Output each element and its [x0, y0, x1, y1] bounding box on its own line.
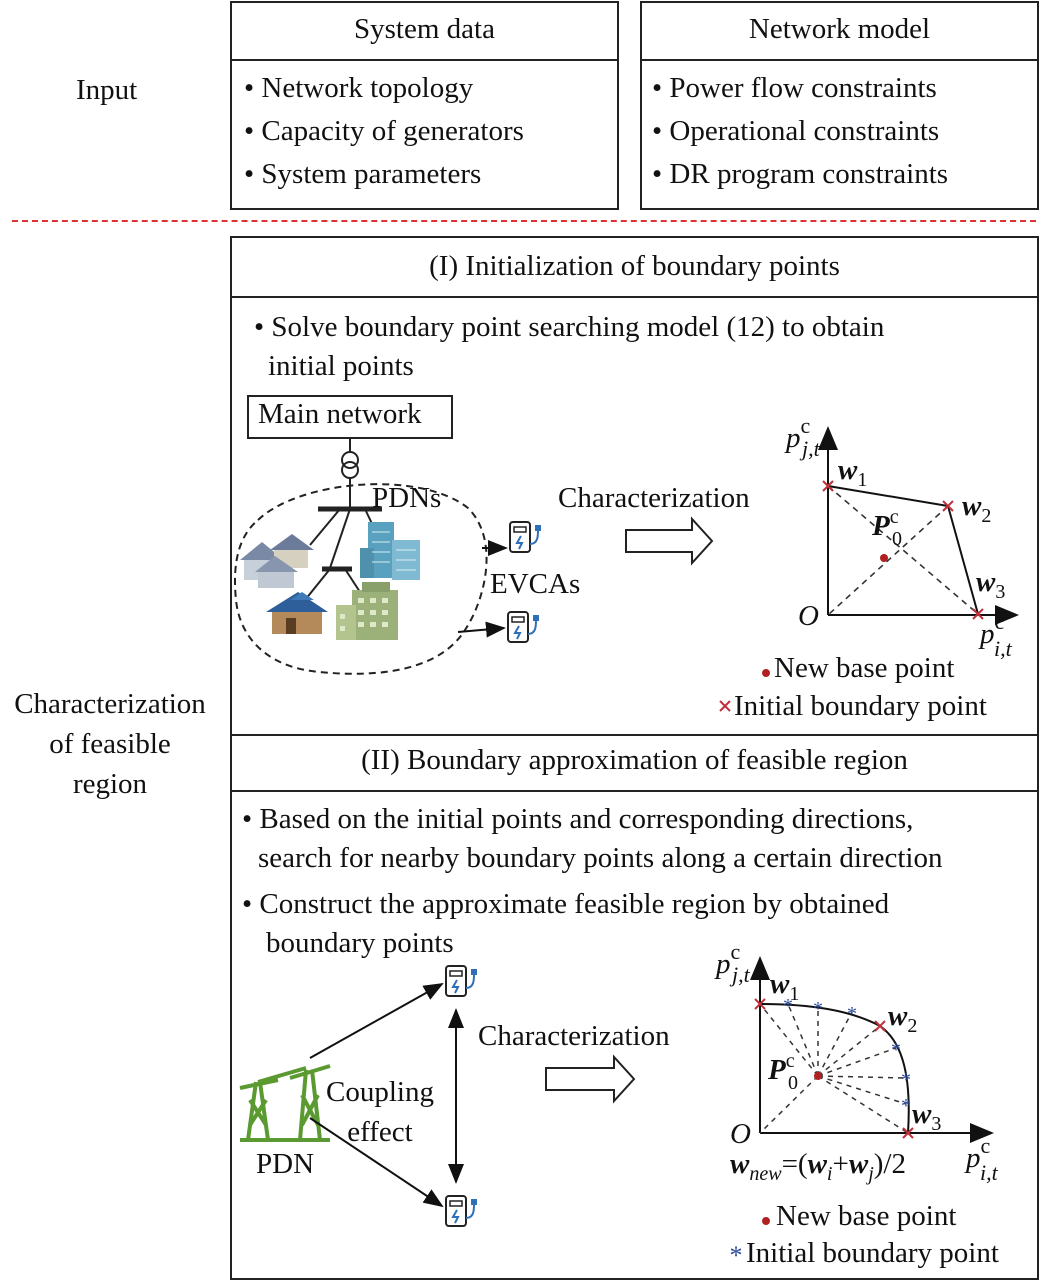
y-axis-label-1: pc [786, 413, 811, 454]
svg-text:*: * [783, 995, 793, 1017]
characterization-arrow [545, 1054, 636, 1104]
stage2-bullet: • Construct the approximate feasible reg… [242, 888, 890, 920]
stage2-bullet-cont: boundary points [266, 927, 454, 959]
houses-icon [240, 534, 314, 588]
base-point-dot [880, 554, 888, 562]
boundary-point-cross [822, 480, 834, 492]
x-axis-sub-1: i,t [994, 636, 1012, 661]
svg-text:*: * [901, 1069, 911, 1091]
network-model-item: • Operational constraints [652, 115, 940, 147]
network-model-box: Network model • Power flow constraints •… [640, 1, 1039, 210]
ev-charger-icon [507, 611, 539, 643]
system-data-title: System data [354, 13, 495, 45]
main-network-label: Main network [258, 398, 422, 430]
system-data-item: • Network topology [244, 72, 474, 104]
apartment-building-icon [336, 582, 398, 640]
p0-label: Pc [872, 506, 899, 542]
y-axis-sub-2: j,t [732, 962, 750, 987]
x-axis-sub-2: i,t [980, 1160, 998, 1185]
boundary-point-star: * * * * * * [783, 995, 911, 1117]
legend-boundary-label-2: Initial boundary point [746, 1237, 999, 1269]
evcas-label: EVCAs [490, 568, 581, 600]
svg-text:*: * [901, 1095, 911, 1117]
w1-label-2: w1 [770, 968, 800, 1005]
svg-text:*: * [813, 998, 823, 1020]
coupling-label: Coupling effect [326, 1076, 434, 1148]
legend-base-label-2: New base point [776, 1200, 957, 1232]
section-separator [12, 220, 1036, 222]
stage2-bullet: • Based on the initial points and corres… [242, 803, 914, 835]
transformer-icon [341, 451, 359, 469]
system-data-item: • System parameters [244, 158, 482, 190]
ev-charger-icon [445, 1195, 477, 1227]
stage1-bullet: • Solve boundary point searching model (… [254, 311, 885, 343]
characterization-arrow [625, 516, 714, 566]
legend-boundary-star: * [730, 1241, 743, 1270]
stage2-bullet-cont: search for nearby boundary points along … [258, 842, 943, 874]
side-label: Characterization of feasible region [14, 688, 206, 800]
origin-label-1: O [798, 600, 819, 632]
stage1-bullet-cont: initial points [268, 350, 414, 382]
w2-label: w2 [962, 490, 992, 527]
svg-text:*: * [891, 1039, 901, 1061]
p0-sub: 0 [892, 528, 902, 550]
main-network-box [247, 395, 453, 439]
stage1-title: (I) Initialization of boundary points [429, 250, 840, 282]
network-model-title: Network model [748, 13, 931, 45]
network-model-item: • Power flow constraints [652, 72, 937, 104]
pdn-label: PDN [256, 1148, 315, 1180]
p0-sub-2: 0 [788, 1072, 798, 1094]
ev-charger-icon [445, 965, 477, 997]
svg-text:*: * [847, 1003, 857, 1025]
input-label: Input [76, 74, 138, 106]
office-building-icon [360, 522, 420, 580]
pdns-label: PDNs [372, 482, 442, 514]
w2-label-2: w2 [888, 1000, 918, 1037]
stage2-box: (II) Boundary approximation of feasible … [230, 734, 1039, 1280]
w-new-formula: wnew=(wi+wj)/2 [730, 1148, 906, 1185]
p0-label-2: Pc [768, 1050, 795, 1086]
legend-base-label-1: New base point [774, 652, 955, 684]
boundary-point-cross [942, 500, 954, 512]
system-data-item: • Capacity of generators [244, 115, 524, 147]
stage2-title: (II) Boundary approximation of feasible … [361, 744, 908, 776]
legend-base-point-dot [762, 1217, 770, 1225]
characterization-label-1: Characterization [558, 482, 750, 514]
y-axis-sub-1: j,t [802, 436, 820, 461]
characterization-label-2: Characterization [478, 1020, 670, 1052]
legend-boundary-cross [719, 700, 731, 712]
x-axis-label-2: pc [966, 1133, 991, 1174]
w3-label: w3 [976, 566, 1006, 603]
base-point-dot [814, 1072, 822, 1080]
legend-base-point-dot [762, 669, 770, 677]
system-data-box: System data • Network topology • Capacit… [230, 1, 619, 210]
legend-boundary-label-1: Initial boundary point [734, 690, 987, 722]
boundary-point-cross [754, 998, 914, 1139]
stage1-box: (I) Initialization of boundary points • … [230, 236, 1039, 736]
x-axis-label-1: pc [980, 609, 1005, 650]
ev-charger-icon [509, 521, 541, 553]
house-icon [266, 592, 328, 634]
origin-label-2: O [730, 1118, 751, 1150]
pdn-region-outline [234, 483, 488, 675]
transmission-tower-icon [239, 1064, 331, 1142]
w1-label: w1 [838, 454, 868, 491]
boundary-point-cross [972, 608, 984, 620]
network-model-item: • DR program constraints [652, 158, 949, 190]
y-axis-label-2: pc [716, 939, 741, 980]
w3-label-2: w3 [912, 1098, 942, 1135]
